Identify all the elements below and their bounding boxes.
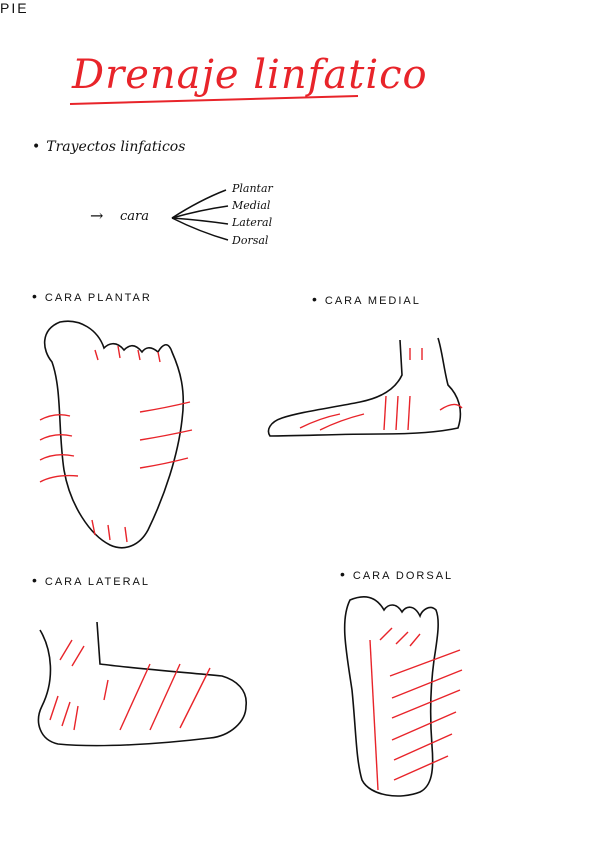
- plantar-foot-outline: [43, 320, 185, 549]
- heading-cara-plantar: •CARA PLANTAR: [32, 288, 152, 304]
- heading-cara-medial-text: CARA MEDIAL: [324, 295, 421, 307]
- heading-cara-lateral: •CARA LATERAL: [32, 572, 151, 588]
- dorsal-red-arrows: [369, 627, 463, 791]
- branch-dorsal: Dorsal: [232, 234, 269, 247]
- plantar-red-arrows: [39, 345, 193, 543]
- label-cara: cara: [120, 209, 149, 224]
- title-underline: [69, 95, 359, 105]
- medial-red-arrows: [299, 348, 463, 431]
- lateral-red-arrows: [49, 639, 211, 731]
- lateral-foot-outline: [37, 621, 247, 747]
- bullet-trayectos-text: Trayectos linfaticos: [46, 139, 186, 155]
- branch-lateral: Lateral: [232, 216, 273, 229]
- heading-cara-lateral-text: CARA LATERAL: [44, 576, 151, 588]
- label-pie: PIE: [0, 0, 29, 16]
- branch-lines: [171, 189, 229, 241]
- heading-cara-plantar-text: CARA PLANTAR: [44, 292, 152, 304]
- dorsal-foot-drawing: [343, 596, 463, 797]
- medial-foot-outline: [267, 337, 462, 437]
- branch-plantar: Plantar: [232, 182, 273, 195]
- bullet-trayectos: •Trayectos linfaticos: [32, 139, 186, 155]
- page-title: Drenaje linfatico: [72, 52, 428, 98]
- lateral-foot-drawing: [37, 621, 247, 747]
- heading-cara-dorsal: •CARA DORSAL: [340, 566, 454, 582]
- heading-cara-dorsal-text: CARA DORSAL: [352, 570, 454, 582]
- branch-medial: Medial: [232, 199, 271, 212]
- plantar-foot-drawing: [39, 320, 193, 549]
- right-arrow-icon: →: [90, 206, 104, 225]
- medial-foot-drawing: [267, 337, 463, 437]
- heading-cara-medial: •CARA MEDIAL: [312, 291, 421, 307]
